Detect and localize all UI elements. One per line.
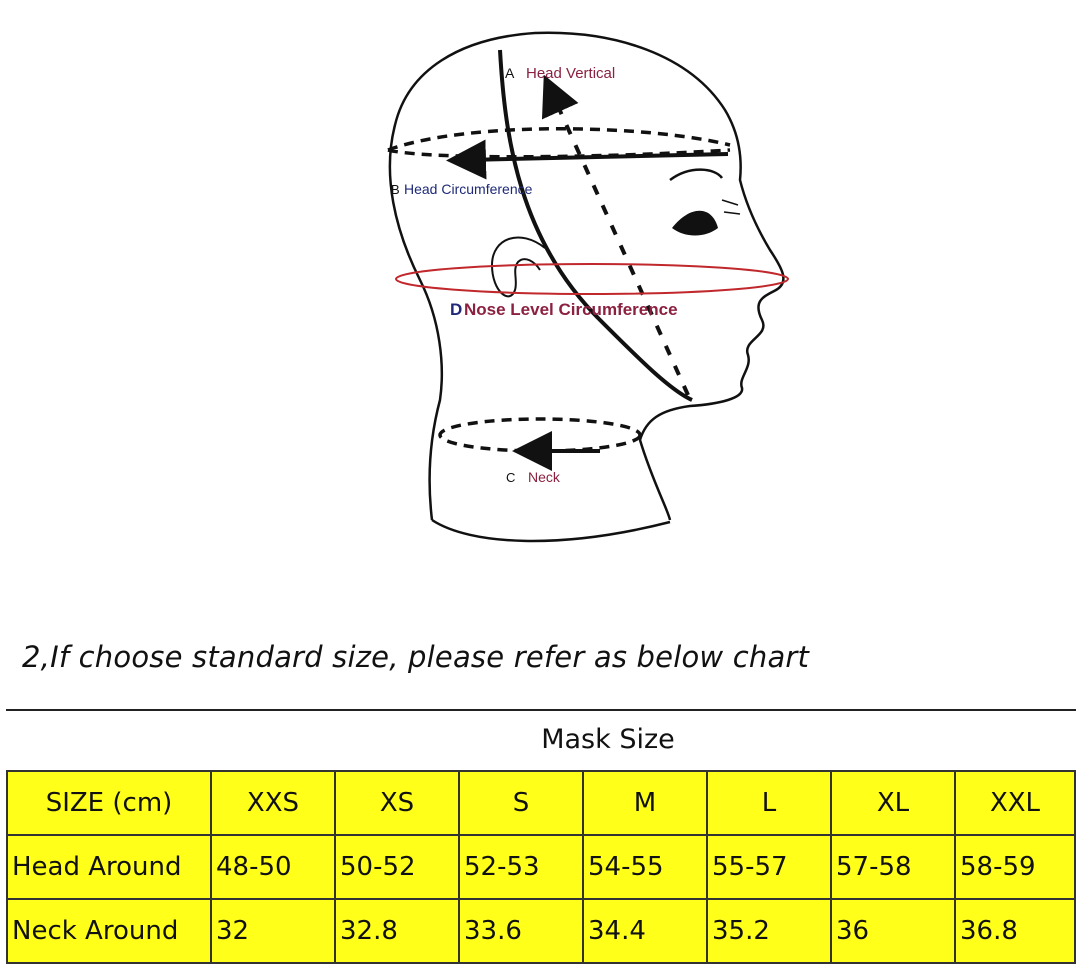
size-header-row-cell: XXL [954, 770, 1076, 836]
label-b-text: Head Circumference [404, 181, 533, 197]
head-vertical-line [498, 49, 693, 402]
size-header-row-cell: XXS [210, 770, 336, 836]
label-c-text: Neck [528, 469, 561, 485]
head-around-row-cell: 55-57 [706, 834, 832, 900]
head-around-row-cell: 50-52 [334, 834, 460, 900]
size-header-row-cell: XS [334, 770, 460, 836]
head-around-row-cell: 57-58 [830, 834, 956, 900]
size-chart-instruction: 2,If choose standard size, please refer … [22, 640, 810, 674]
head-around-row-cell: 54-55 [582, 834, 708, 900]
head-measurement-diagram: A Head Vertical B Head Circumference D N… [387, 31, 789, 543]
table-top-rule [6, 709, 1076, 711]
neck-dashed-ellipse [438, 417, 642, 453]
table-title: Mask Size [541, 724, 675, 755]
label-c-letter: C [506, 470, 515, 485]
head-circumference-arrow [446, 139, 729, 180]
neck-base-curve [431, 518, 671, 543]
size-header-row-cell: SIZE (cm) [6, 770, 212, 836]
eyebrow [669, 168, 724, 182]
eye [672, 210, 718, 236]
eyelashes [721, 199, 741, 215]
neck-around-row-cell: 32 [210, 898, 336, 964]
size-header-row-cell: XL [830, 770, 956, 836]
neck-around-row-cell: 35.2 [706, 898, 832, 964]
head-circumference-dashed [387, 127, 731, 159]
label-a-letter: A [505, 65, 515, 81]
head-around-row-cell: 58-59 [954, 834, 1076, 900]
head-around-row-cell: 48-50 [210, 834, 336, 900]
head-vertical-dotted-arrow [541, 74, 690, 396]
head-outline [388, 31, 785, 521]
label-d-text: Nose Level Circumference [464, 300, 678, 319]
neck-around-row-cell: 36 [830, 898, 956, 964]
size-header-row-cell: M [582, 770, 708, 836]
head-around-row-cell: Head Around [6, 834, 212, 900]
size-header-row-cell: L [706, 770, 832, 836]
label-b-letter: B [391, 182, 400, 197]
label-d-letter: D [450, 300, 462, 319]
size-header-row-cell: S [458, 770, 584, 836]
label-a-text: Head Vertical [526, 65, 615, 82]
neck-around-row-cell: Neck Around [6, 898, 212, 964]
ear [490, 236, 546, 298]
nose-level-ellipse [395, 263, 789, 295]
neck-around-row-cell: 33.6 [458, 898, 584, 964]
head-around-row-cell: 52-53 [458, 834, 584, 900]
neck-around-row-cell: 36.8 [954, 898, 1076, 964]
neck-around-row-cell: 32.8 [334, 898, 460, 964]
neck-around-row-cell: 34.4 [582, 898, 708, 964]
